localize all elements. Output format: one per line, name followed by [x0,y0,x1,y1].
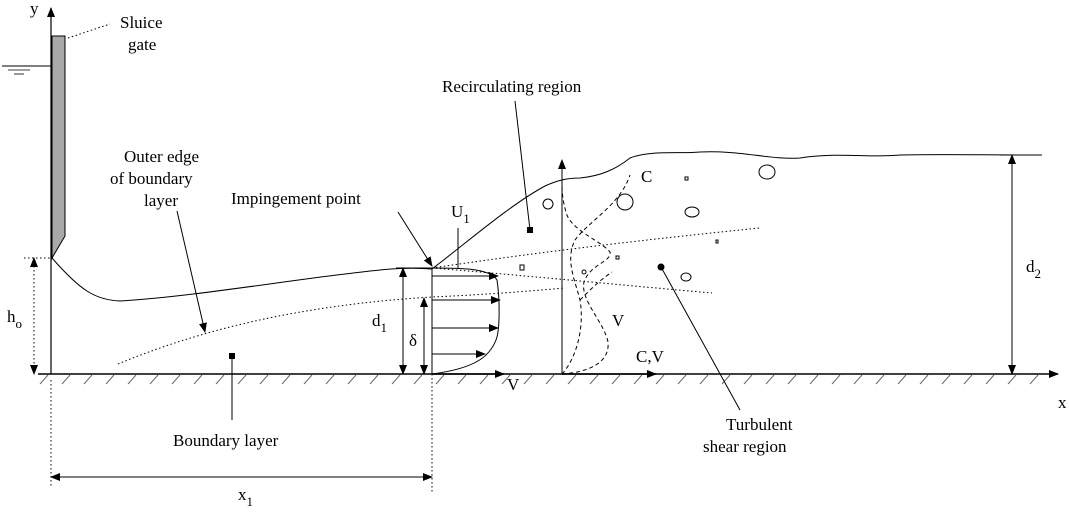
shear-layer-lower [431,267,713,294]
sluice-gate-label-1: Sluice [120,13,163,32]
h0-label: ho [7,307,22,331]
concentration-branch [579,271,613,301]
delta-label: δ [409,331,417,350]
impingement-point-label: Impingement point [231,189,361,208]
v-profile-label: V [507,375,520,394]
x1-label: x1 [238,485,253,509]
outer-edge-label-2: of boundary [110,169,193,188]
d1-label: d1 [372,311,387,335]
impingement-leader [397,211,433,267]
concentration-distribution-curve [561,174,631,375]
u1-label: U1 [451,202,470,226]
c-curve-label: C [641,167,652,186]
sluice-gate-leader [67,23,111,39]
velocity-profile-section-1 [431,228,505,378]
outer-edge-leader [176,210,207,333]
turbulent-label-2: shear region [703,437,787,456]
sluice-gate-label-2: gate [128,35,156,54]
boundary-layer-marker [229,353,235,359]
turbulent-label-1: Turbulent [726,415,793,434]
y-axis-label: y [30,0,39,18]
recirculating-marker [527,227,533,233]
x-axis-label: x [1058,393,1067,412]
boundary-layer-edge [117,287,566,365]
sluice-gate [51,35,66,260]
recirculating-region-label: Recirculating region [442,77,582,96]
free-surface-profile [51,151,1043,302]
v-curve-label: V [612,311,625,330]
outer-edge-label-1: Outer edge [124,147,199,166]
velocity-distribution-curve [561,179,611,375]
outer-edge-label-3: layer [144,191,178,210]
shear-layer-upper [431,227,761,269]
d2-label: d2 [1026,257,1041,281]
boundary-layer-label: Boundary layer [173,431,279,450]
bed-hatching [39,374,1039,385]
cv-axis-label: C,V [636,347,665,366]
recirculating-leader [514,100,531,231]
shear-region-leader [660,266,741,411]
air-bubbles [519,164,776,282]
concentration-velocity-section [558,159,657,378]
upstream-water-level-marker [2,65,52,75]
